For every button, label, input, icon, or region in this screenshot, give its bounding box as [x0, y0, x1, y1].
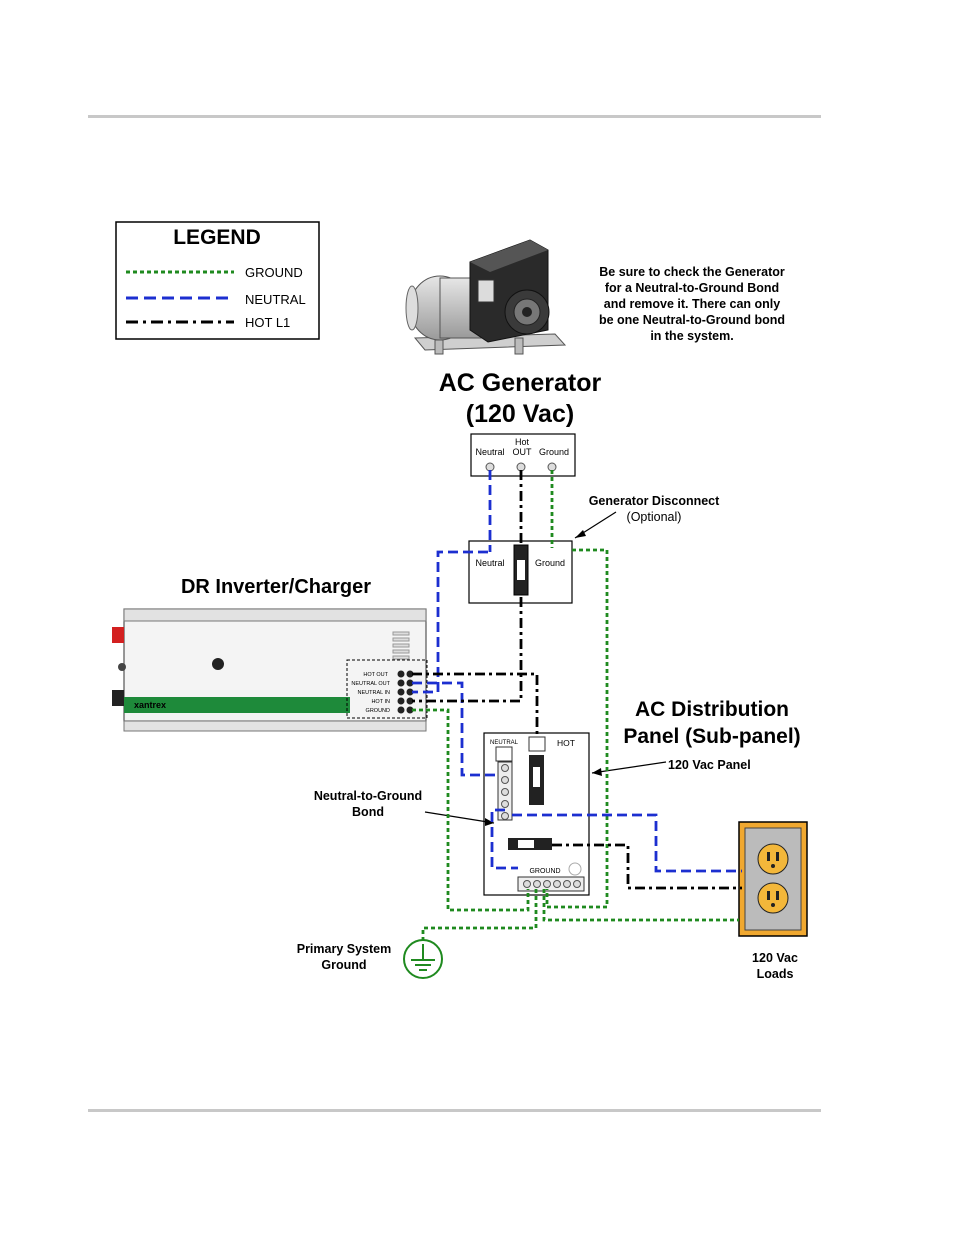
primary-ground-label: Primary System [297, 942, 392, 956]
panel-ground-symbol-icon [568, 862, 582, 876]
gen-hot-screw-icon [516, 462, 526, 472]
panel-neutral-label: NEUTRAL [490, 740, 519, 746]
loads-label: 120 Vac [752, 951, 798, 965]
neutral-wire-disconnect-inverter [412, 550, 488, 694]
generator-subtitle: (120 Vac) [466, 400, 574, 428]
inverter-illustration: xantrex HOT OUT NEUTRAL OUT NEUTRAL IN H… [112, 608, 428, 732]
generator-note: Be sure to check the Generator for a Neu… [599, 265, 785, 343]
legend-title: LEGEND [173, 226, 261, 249]
neutral-wires [412, 470, 742, 873]
neutral-ground-bond-wire [490, 808, 518, 870]
bond-callout-arrow [424, 811, 495, 824]
generator-note-line: in the system. [650, 329, 733, 343]
hot-wires [412, 470, 742, 890]
outlet-120vac [738, 821, 808, 937]
generator-title: AC Generator [439, 369, 602, 397]
ground-wire-inverter-panel [412, 708, 530, 912]
ground-wire-outlet [542, 889, 739, 922]
legend-ground-label: GROUND [245, 265, 303, 280]
ground-wire-disconnect-panel [545, 548, 609, 909]
hot-wire-disconnect-inverter [412, 597, 523, 703]
primary-ground-label-2: Ground [321, 958, 366, 972]
generator-terminal-box: Neutral Hot OUT Ground [470, 433, 576, 477]
footer-rule [88, 1109, 821, 1112]
bond-label-2: Bond [352, 805, 384, 819]
generator-note-line: Be sure to check the Generator [599, 265, 785, 279]
neutral-wire-inverter-panel [412, 681, 499, 777]
panel-callout: 120 Vac Panel [668, 758, 751, 772]
ground-wires [412, 470, 739, 942]
inverter-brand-logo: xantrex [134, 700, 166, 710]
generator-note-line: be one Neutral-to-Ground bond [599, 313, 785, 327]
inverter-terminal-label: GROUND [366, 708, 390, 714]
gen-ground-screw-icon [547, 462, 557, 472]
legend-neutral-label: NEUTRAL [245, 292, 306, 307]
inverter-positive-cable [112, 627, 124, 643]
disconnect-ground-label: Ground [535, 558, 565, 568]
legend-hot-label: HOT L1 [245, 315, 290, 330]
generator-disconnect: Neutral Ground [468, 540, 573, 604]
gen-terminal-neutral-label: Neutral [475, 447, 504, 457]
disconnect-label-optional: (Optional) [627, 510, 682, 524]
inverter-terminal-label: HOT OUT [363, 672, 388, 678]
inverter-terminal-label: HOT IN [371, 699, 390, 705]
generator-illustration [405, 239, 567, 355]
inverter-negative-cable [112, 690, 124, 706]
disconnect-label: Generator Disconnect [589, 494, 720, 508]
disconnect-neutral-label: Neutral [475, 558, 504, 568]
gen-neutral-screw-icon [485, 462, 495, 472]
generator-note-line: and remove it. There can only [604, 297, 780, 311]
panel-callout-arrow [591, 761, 667, 774]
gen-terminal-ground-label: Ground [539, 447, 569, 457]
bond-label: Neutral-to-Ground [314, 789, 422, 803]
gen-terminal-out-label: OUT [513, 447, 533, 457]
neutral-wire-outlet [512, 813, 742, 873]
gen-terminal-hot-label: Hot [515, 437, 530, 447]
inverter-terminal-label: NEUTRAL IN [358, 690, 391, 696]
ground-wire-primary [421, 889, 538, 942]
inverter-title: DR Inverter/Charger [181, 576, 371, 598]
panel-title: AC Distribution [635, 698, 789, 721]
generator-note-line: for a Neutral-to-Ground Bond [605, 281, 779, 295]
panel-ground-label: GROUND [529, 868, 560, 875]
legend: LEGEND GROUND NEUTRAL HOT L1 [115, 221, 320, 340]
panel-hot-label: HOT [557, 738, 575, 748]
battery-type-selector-icon [212, 658, 224, 670]
earth-ground-icon [403, 939, 443, 979]
inverter-ac-terminal-area [346, 659, 428, 719]
hot-wire-outlet [552, 843, 742, 890]
loads-label-2: Loads [757, 967, 794, 981]
panel-subtitle: Panel (Sub-panel) [623, 725, 800, 748]
header-rule [88, 115, 821, 118]
inverter-terminal-label: NEUTRAL OUT [351, 681, 390, 687]
